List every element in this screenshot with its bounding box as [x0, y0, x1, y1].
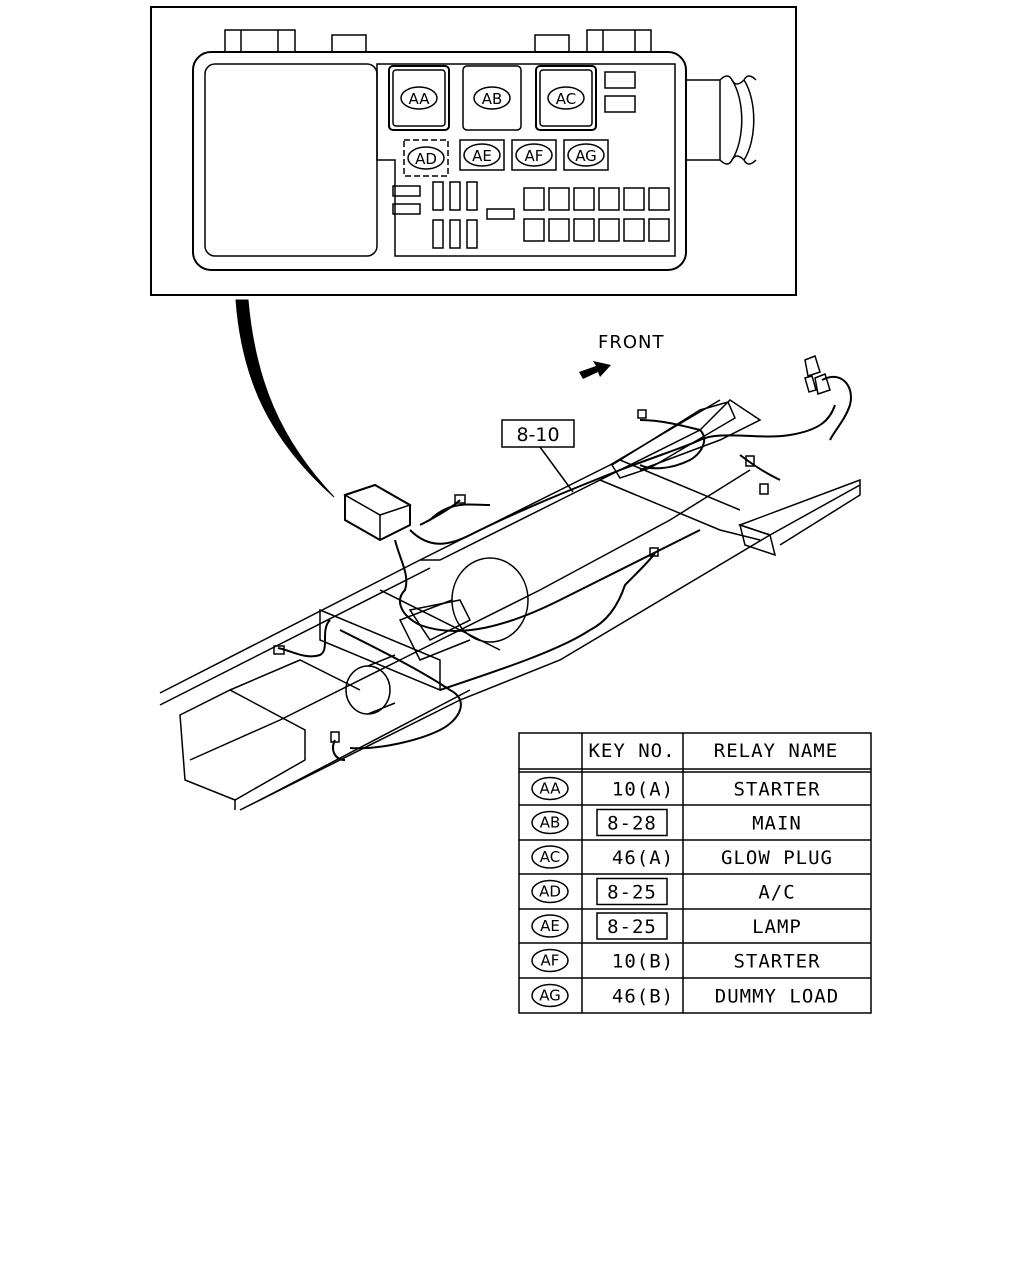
- relay-key-AA: AA: [400, 86, 438, 110]
- relay-key-AE: AE: [463, 143, 501, 167]
- svg-text:AA: AA: [409, 90, 431, 108]
- key-label: AB: [540, 814, 561, 832]
- table-row: AE 8-25 LAMP: [531, 912, 802, 940]
- key-no-box: [596, 808, 668, 837]
- svg-text:AG: AG: [575, 147, 597, 165]
- key-no-value: 8-25: [607, 916, 657, 938]
- relay-key-AD: AD: [407, 146, 445, 170]
- relay-key-AB: AB: [473, 86, 511, 110]
- ref-box-8-10: 8-10: [501, 419, 575, 493]
- relay-table: KEY NO. RELAY NAME AA 10(A) STARTER AB 8-28 M…: [518, 732, 872, 1014]
- key-no-value: 10(A): [612, 779, 674, 801]
- relay-name-value: STARTER: [733, 779, 820, 801]
- key-label: AF: [541, 952, 560, 970]
- relay-name-value: DUMMY LOAD: [715, 986, 839, 1008]
- svg-text:AE: AE: [472, 147, 492, 165]
- relay-name-value: A/C: [758, 882, 795, 904]
- svg-text:AC: AC: [556, 90, 576, 108]
- key-no-box: [596, 912, 668, 940]
- table-row: AF 10(B) STARTER: [531, 948, 820, 973]
- relay-key-AG: AG: [567, 143, 605, 167]
- chassis-harness-drawing: [159, 355, 861, 811]
- relay-name-value: GLOW PLUG: [721, 847, 833, 869]
- key-label: AA: [540, 780, 562, 798]
- table-row: AB 8-28 MAIN: [531, 808, 802, 837]
- header-key-no: KEY NO.: [588, 740, 675, 762]
- relay-name-value: STARTER: [733, 951, 820, 973]
- key-oval: [531, 810, 569, 835]
- svg-text:AB: AB: [482, 90, 503, 108]
- key-oval: [531, 948, 569, 973]
- key-oval: [531, 983, 569, 1008]
- relay-name-value: MAIN: [752, 813, 802, 835]
- relay-box-detail: AA AB AC AD AE AF AG: [150, 6, 797, 296]
- table-row: AC 46(A) GLOW PLUG: [531, 845, 833, 869]
- relay-name-value: LAMP: [752, 916, 802, 938]
- relay-key-AC: AC: [547, 86, 585, 110]
- key-oval: [531, 879, 569, 904]
- svg-text:AF: AF: [525, 147, 544, 165]
- detail-leader: [235, 299, 335, 498]
- table-row: AG 46(B) DUMMY LOAD: [531, 983, 839, 1008]
- key-label: AC: [540, 848, 560, 866]
- key-label: AD: [539, 883, 561, 901]
- key-no-value: 8-25: [607, 882, 657, 904]
- svg-text:FRONT: FRONT: [598, 332, 665, 353]
- key-oval: [531, 845, 569, 869]
- table-row: AA 10(A) STARTER: [531, 776, 820, 801]
- key-label: AG: [539, 987, 561, 1005]
- table-row: AD 8-25 A/C: [531, 877, 795, 906]
- svg-text:AD: AD: [415, 150, 437, 168]
- front-indicator: FRONT: [579, 332, 665, 379]
- key-no-value: 8-28: [607, 813, 657, 835]
- header-relay-name: RELAY NAME: [714, 740, 838, 762]
- svg-text:8-10: 8-10: [516, 424, 559, 446]
- key-no-box: [596, 877, 668, 906]
- key-oval: [531, 914, 569, 938]
- key-label: AE: [540, 917, 560, 935]
- key-oval: [531, 776, 569, 801]
- relay-key-AF: AF: [515, 143, 553, 167]
- key-no-value: 46(A): [612, 847, 674, 869]
- key-no-value: 10(B): [612, 951, 674, 973]
- key-no-value: 46(B): [612, 986, 674, 1008]
